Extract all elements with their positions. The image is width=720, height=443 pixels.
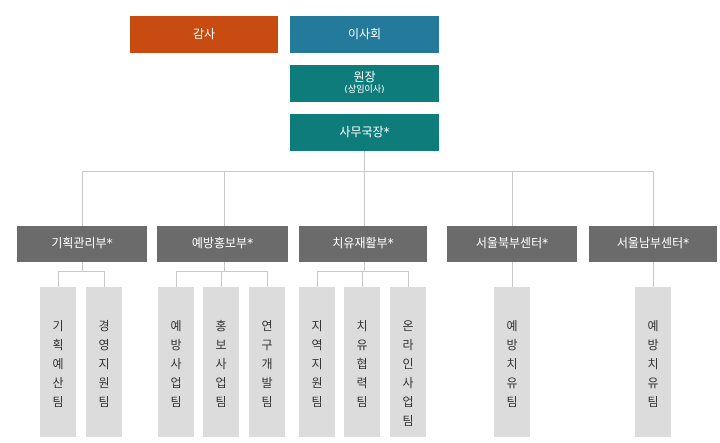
director-note: (상임이사) (344, 85, 385, 96)
department-label: 치유재활부* (332, 236, 394, 251)
department-box: 서울북부센터* (447, 226, 577, 262)
audit-label: 감사 (192, 26, 216, 41)
director-box: 원장 (상임이사) (290, 65, 439, 102)
department-label: 기획관리부* (51, 236, 113, 251)
secretary-general-label: 사무국장* (339, 124, 390, 139)
department-box: 예방홍보부* (157, 226, 288, 262)
department-box: 서울남부센터* (589, 226, 717, 262)
department-label: 서울남부센터* (616, 236, 690, 251)
audit-box: 감사 (130, 16, 278, 53)
department-box: 기획관리부* (17, 226, 147, 262)
director-label: 원장 (353, 69, 376, 84)
board-box: 이사회 (290, 16, 439, 53)
board-label: 이사회 (347, 26, 382, 41)
secretary-general-box: 사무국장* (290, 114, 439, 151)
department-label: 예방홍보부* (191, 236, 254, 251)
department-label: 서울북부센터* (475, 236, 549, 251)
department-box: 치유재활부* (299, 226, 427, 262)
